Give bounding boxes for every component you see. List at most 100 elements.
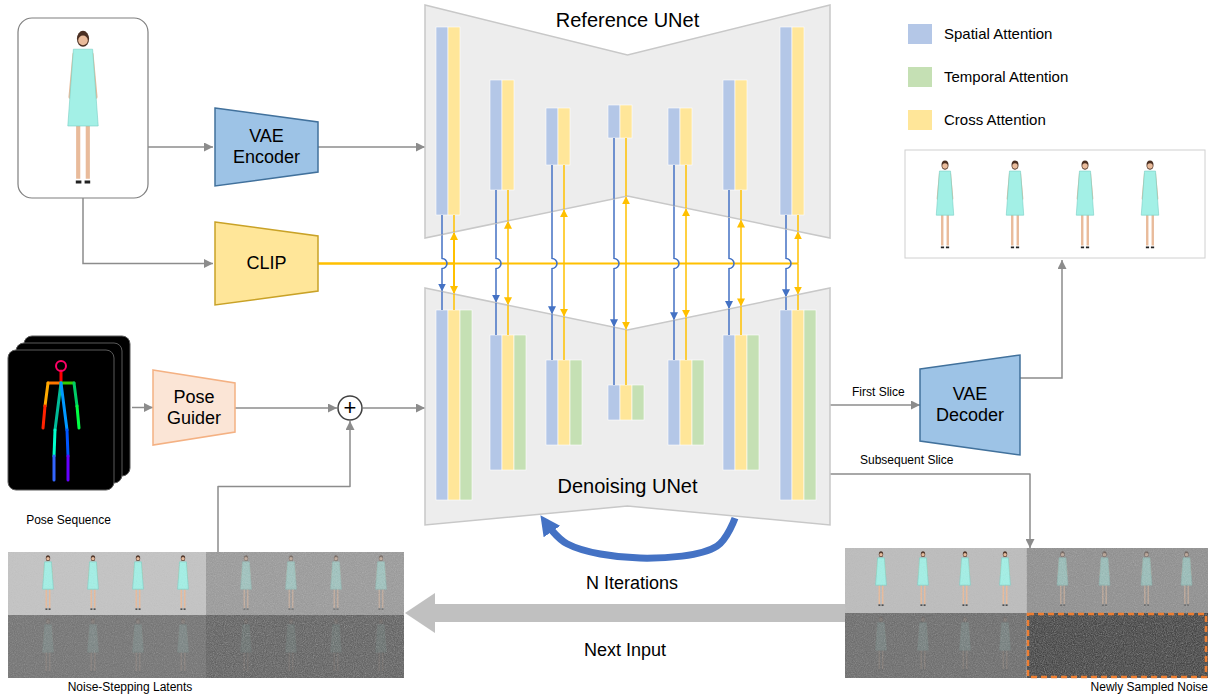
attention-blocks [436,292,816,500]
feature-link [685,264,687,318]
feature-link [728,309,730,335]
feature-link [625,196,627,263]
rect-shape [8,615,206,678]
attention-bar [804,310,816,500]
text-block: Pose Sequence [5,514,132,528]
node-label: Denoising UNet [525,475,730,498]
unet-block: Reference UNet [425,5,830,238]
legend-swatch [908,67,932,87]
rect-shape [1027,613,1209,678]
figure-hair [1082,160,1089,169]
connector-arrow [830,474,1030,548]
feature-link [797,215,799,231]
attention-bar [780,310,792,500]
figure-dress [68,49,98,126]
attention-bar [692,360,704,445]
path-shape [48,382,61,385]
feature-link [673,165,675,206]
feature-link [685,208,687,263]
shape-outline [153,370,235,445]
edge-label: First Slice [850,386,907,400]
attention-bar [558,108,570,165]
feature-link [563,165,565,209]
input-arrow [83,198,213,264]
figure-dress [936,171,953,215]
feature-link [674,206,679,321]
rect-shape [1027,548,1209,613]
figure-shoes [1011,246,1019,248]
output-arrow [1020,260,1062,378]
path-shape [53,456,56,480]
attention-bar [792,27,804,215]
attention-bar [735,335,747,470]
person-figure [1076,160,1093,247]
text-block: VAE Encoder [221,126,312,167]
pose-guider-block: Pose Guider [153,370,235,445]
figure-head [1012,163,1018,169]
feature-link [563,209,565,263]
legend-label: Cross Attention [944,111,1046,128]
node-label: Reference UNet [525,9,730,32]
attention-bar [490,80,502,190]
shape-outline [215,222,318,305]
input-image-frame [18,18,148,198]
path-shape [45,383,48,406]
attention-bar [558,360,570,445]
feature-link [673,320,675,360]
encoder-block: CLIP [215,222,318,305]
legend-swatch [908,24,932,44]
input-arrow [148,146,213,148]
figure-legs [942,213,948,245]
attention-bar [668,108,680,165]
feature-link [441,215,443,234]
rect-shape [8,552,206,615]
pose-frames [8,336,130,490]
path-shape [43,406,45,428]
attention-bar [546,108,558,165]
figure-shoes [941,246,949,248]
path-shape [60,371,63,383]
figure-head [942,163,948,169]
attention-bar [747,335,759,470]
feature-link [785,215,787,229]
feature-link [507,264,509,306]
feature-link [797,295,799,310]
path-shape [77,406,79,428]
shape-outline [215,108,318,186]
feature-link [551,314,553,360]
feature-link [625,264,627,330]
figure-shoes [76,180,90,183]
figure-legs [1082,213,1088,245]
feature-link [507,221,509,264]
figure-hair [942,160,949,169]
node-label: Pose Guider [159,387,229,428]
feature-link [625,330,627,385]
figure-shoes [1081,246,1089,248]
feature-link [495,190,497,223]
attention-bar [448,310,460,500]
attention-bar [780,27,792,215]
feature-link [729,217,734,309]
figure-hair [1147,160,1154,169]
figure-dress [1006,171,1023,215]
feature-link [441,292,443,310]
figure-dress [1076,171,1093,215]
rect-shape [845,613,1027,678]
node-label: VAE Encoder [221,126,312,167]
rect-shape [206,552,404,615]
attention-bar [460,310,472,500]
figure-dress [1141,171,1158,215]
feature-link [685,318,687,360]
node-label: + [337,395,363,420]
feature-link [453,294,455,310]
attention-bar [632,385,644,420]
latent-noise [8,548,1208,678]
path-shape [61,382,74,385]
connectors [132,147,1030,613]
attention-bar [546,360,558,445]
person-figure [936,160,953,247]
feature-link [797,264,799,295]
feature-link [552,212,557,315]
figure-shoes [1146,246,1154,248]
